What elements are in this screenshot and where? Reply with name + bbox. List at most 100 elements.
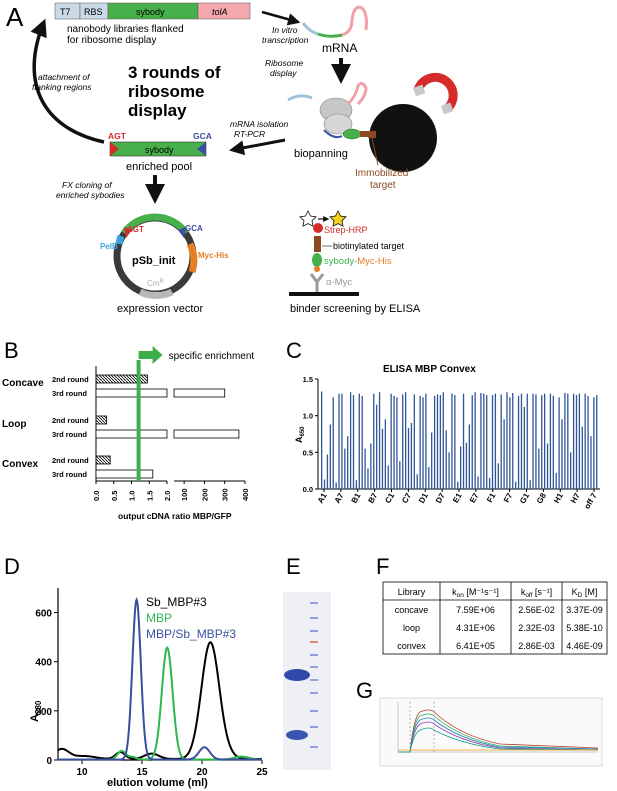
specific-enrichment-arrow-icon	[138, 346, 163, 364]
elisa-bar	[460, 446, 462, 489]
step-ribosome-line1: Ribosome	[265, 58, 304, 68]
elisa-bar	[407, 428, 410, 489]
elisa-amyc-label: α-Myc	[326, 277, 352, 288]
biopanning-label: biopanning	[294, 148, 348, 160]
panel-c-ytick: 0.5	[303, 448, 313, 457]
elisa-bar	[543, 393, 546, 489]
elisa-bar	[399, 461, 401, 489]
elisa-bar	[486, 395, 488, 489]
segment-tola-label: tolA	[212, 7, 228, 17]
round-label: 3rd round	[52, 430, 87, 439]
legend-sb-mbp-3: Sb_MBP#3	[146, 595, 207, 609]
panel-b-xlabel: output cDNA ratio MBP/GFP	[118, 511, 232, 521]
enriched-pool-construct: sybody	[109, 141, 207, 157]
elisa-bar	[465, 442, 468, 489]
segment-t7-label: T7	[60, 7, 71, 17]
elisa-target-label: biotinylated target	[333, 241, 405, 251]
vector-right-codon: GCA	[185, 224, 203, 233]
elisa-strep-label: Strep-HRP	[324, 225, 368, 235]
elisa-bar	[532, 393, 534, 489]
rounds-label-line1: 3 rounds of	[128, 63, 221, 82]
elisa-bar	[321, 391, 323, 489]
panel-c-xtick: H1	[552, 491, 565, 505]
elisa-bar	[555, 472, 557, 489]
panel-g: G	[356, 678, 603, 767]
panel-c-ytick: 0.0	[303, 485, 313, 494]
step-in-vitro-line2: transcription	[262, 35, 309, 45]
arrow-mrna-isolation	[229, 138, 286, 156]
panel-d-xtick: 25	[256, 767, 268, 778]
elisa-bar	[431, 432, 433, 489]
elisa-bar	[529, 480, 531, 489]
enriched-pool-label: enriched pool	[126, 161, 192, 173]
table-cell: 5.38E-10	[566, 623, 603, 633]
elisa-bar	[538, 448, 540, 489]
elisa-bar	[404, 392, 407, 489]
elisa-bar	[477, 476, 479, 489]
elisa-bar	[425, 393, 427, 489]
product-star-icon	[329, 210, 347, 227]
specific-enrichment-line	[136, 360, 141, 481]
arrow-attachment	[30, 18, 105, 144]
round-label: 2nd round	[52, 416, 89, 425]
vector-mychis: Myc-His	[198, 251, 229, 260]
elisa-bar	[494, 393, 497, 489]
round-label: 3rd round	[52, 470, 87, 479]
immobilized-label-line1: Immobilized	[355, 168, 408, 179]
elisa-bar	[448, 452, 450, 489]
elisa-bar	[515, 481, 517, 489]
immobilized-target-mark	[368, 131, 376, 138]
panel-c-xtick: E7	[468, 491, 481, 504]
elisa-bar	[370, 443, 372, 489]
panel-c-xtick: F1	[485, 491, 498, 504]
fx-cloning-line2: enriched sybodies	[56, 190, 125, 200]
elisa-bar	[355, 480, 358, 489]
library-caption-line2: for ribosome display	[67, 35, 156, 46]
panel-d-ytick: 600	[35, 609, 52, 620]
segment-rbs-label: RBS	[84, 7, 103, 17]
elisa-bar	[358, 393, 360, 489]
elisa-bar	[509, 397, 511, 489]
panel-b-xtick: 2.0	[163, 491, 172, 501]
panel-d-ytick: 0	[46, 756, 52, 767]
panel-d-xtick: 10	[76, 767, 88, 778]
panel-letter-c: C	[286, 338, 302, 363]
panel-c-xtick: B7	[366, 491, 379, 505]
panel-letter-f: F	[376, 554, 389, 579]
pool-left-codon: AGT	[108, 131, 127, 141]
panel-a: A T7 RBS sybody tolA nanobody libraries …	[6, 2, 458, 315]
elisa-bar	[361, 395, 363, 489]
step-mrna-iso-line2: RT-PCR	[234, 129, 265, 139]
panel-b-xtick: 100	[180, 488, 189, 501]
table-cell: concave	[395, 605, 429, 615]
group-label-loop: Loop	[2, 419, 26, 430]
table-cell: 2.86E-03	[518, 641, 555, 651]
elisa-bar	[376, 404, 378, 489]
elisa-bar	[483, 393, 485, 489]
elisa-bar	[578, 393, 581, 489]
elisa-bar	[384, 419, 387, 489]
elisa-bar	[335, 482, 337, 489]
library-caption-line1: nanobody libraries flanked	[67, 24, 184, 35]
panel-c-xtick: H7	[569, 491, 582, 505]
elisa-bar	[347, 436, 349, 489]
elisa-bar	[373, 393, 375, 489]
step-ribosome-line2: display	[270, 68, 297, 78]
elisa-bar	[480, 392, 482, 489]
elisa-bar	[517, 395, 520, 489]
panel-letter-e: E	[286, 554, 301, 579]
vector-left-codon: AGT	[127, 225, 144, 234]
table-cell: 3.37E-09	[566, 605, 603, 615]
elisa-bar	[474, 392, 476, 489]
elisa-bar	[396, 397, 398, 489]
panel-c-xtick: D1	[417, 491, 430, 505]
panel-c-xtick: G1	[518, 491, 531, 505]
rounds-label-line2: ribosome	[128, 82, 205, 101]
arrow-transcription	[261, 10, 301, 26]
elisa-bar	[558, 397, 560, 489]
panel-b-xtick: 0.5	[110, 491, 119, 501]
panel-letter-a: A	[6, 2, 24, 32]
panel-c-ylabel: A650	[294, 426, 306, 443]
